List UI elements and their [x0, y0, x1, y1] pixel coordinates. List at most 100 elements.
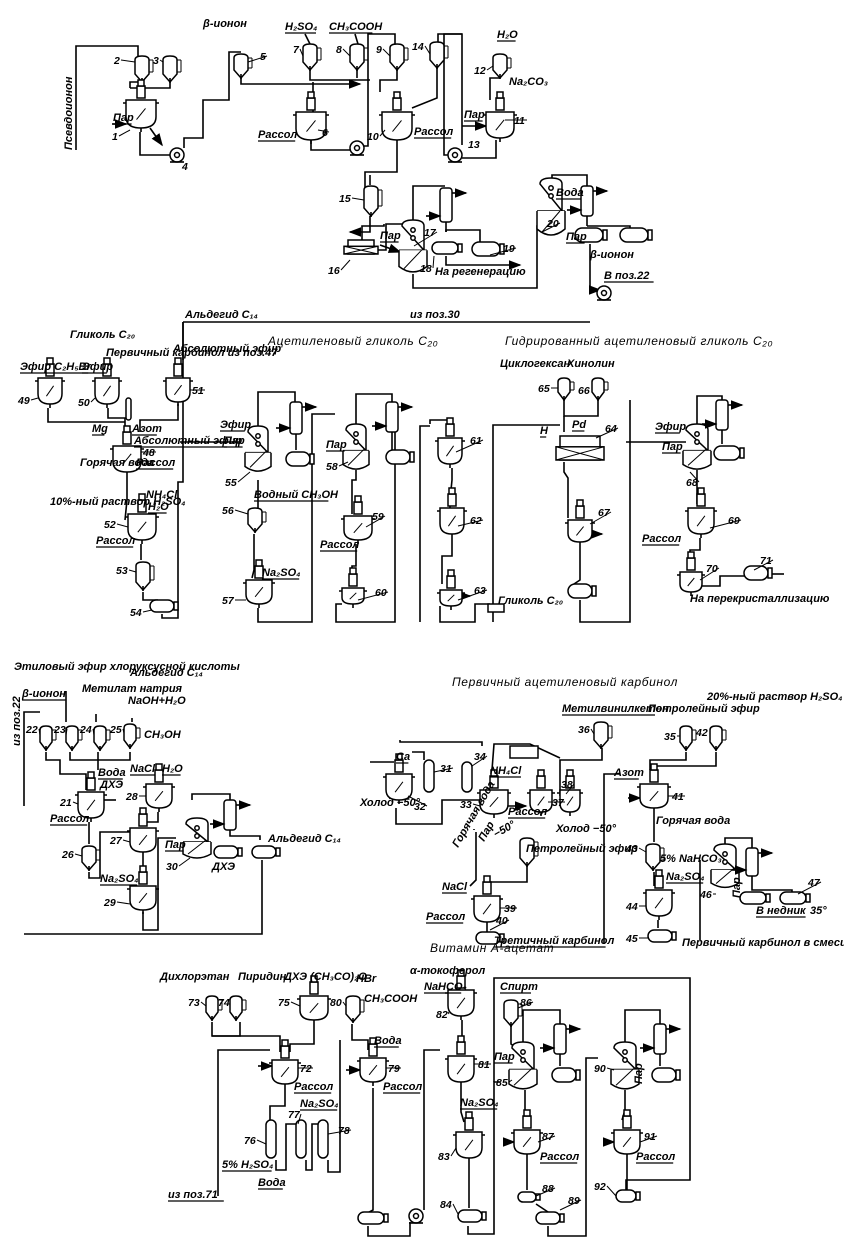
position-number: 11 [514, 115, 525, 127]
position-number: 37 [552, 797, 565, 809]
pipe-line [354, 33, 359, 45]
leader-line [424, 45, 431, 55]
pipe-line [335, 414, 396, 623]
brine-label-6: Рассол [258, 129, 297, 141]
receiver-89 [535, 1211, 565, 1225]
h2so4-5-label: 5% H₂SO₄ [222, 1159, 273, 1171]
position-number: 7 [293, 44, 300, 56]
reactor-37 [527, 769, 555, 816]
leader-line [432, 255, 435, 269]
position-number: 42 [695, 727, 708, 739]
filter-70 [677, 551, 705, 596]
leader-line [297, 1113, 302, 1125]
brine-label-72: Рассол [294, 1081, 333, 1093]
pipe-line [696, 395, 723, 424]
na2so4-label-78: Na₂SO₄ [300, 1098, 339, 1110]
primary-carbinol-label: Первичный карбинол из поз.47 [106, 347, 278, 359]
leader-line [452, 1203, 459, 1215]
leader-line [342, 1001, 347, 1007]
condenser-90 [640, 1023, 682, 1055]
position-number: 2 [113, 55, 120, 67]
receiver-55 [285, 451, 315, 467]
leader-line [90, 397, 96, 403]
leader-line [327, 1129, 352, 1135]
reactor-27 [127, 807, 159, 856]
position-number: 67 [598, 507, 611, 519]
reactor-38 [557, 769, 583, 816]
position-number: 38 [561, 779, 573, 791]
leader-line [142, 609, 153, 613]
position-number: 70 [706, 563, 718, 575]
measuring-tank-80 [345, 995, 365, 1024]
leader-line [118, 129, 131, 137]
position-number: 14 [412, 41, 424, 53]
pipe-line [441, 538, 453, 584]
still-68 [682, 423, 712, 470]
pipe-line [361, 224, 385, 240]
hydrogenator-64 [555, 435, 605, 461]
position-number: 19 [503, 243, 515, 255]
reactor-87 [511, 1109, 543, 1158]
pipe-line [573, 546, 581, 585]
reactor-51 [163, 357, 193, 406]
position-number: 35 [664, 731, 676, 743]
position-number: 51 [192, 385, 204, 397]
condenser-58 [372, 401, 414, 433]
reactor-33 [477, 769, 511, 818]
measuring-tank-2 [134, 55, 154, 84]
measuring-tank-5 [233, 53, 253, 80]
position-number: 83 [438, 1151, 450, 1163]
h2so4-label: H₂SO₄ [285, 21, 317, 33]
still-30 [182, 817, 212, 859]
position-number: 55 [225, 477, 237, 489]
position-number: 39 [504, 903, 516, 915]
hydrogen-label: H [540, 425, 549, 437]
position-number: 17 [424, 227, 437, 239]
pipe-line [251, 534, 255, 579]
leader-line [74, 853, 83, 857]
position-number: 4 [181, 161, 188, 173]
measuring-tank-25 [123, 723, 141, 750]
leader-line [317, 129, 330, 133]
leader-line [65, 728, 68, 736]
pipe-line [191, 793, 231, 800]
product-container [487, 603, 505, 613]
water-label-79: Вода [374, 1035, 402, 1047]
condenser-20 [567, 185, 609, 217]
to-pos22-label: В поз.22 [604, 270, 649, 282]
pipe-line [423, 1049, 440, 1210]
na2so4-label-83: Na₂SO₄ [460, 1097, 499, 1109]
leader-line [472, 803, 481, 807]
position-number: 84 [440, 1199, 452, 1211]
nh4cl-label-52: NH₄Cl [146, 489, 178, 501]
from-pos30-label: из поз.30 [410, 309, 461, 321]
leader-line [753, 559, 774, 571]
position-number: 12 [474, 65, 486, 77]
pipe-line [142, 592, 158, 601]
nahco3-label-82: NaHCO₃ [424, 981, 467, 993]
pipe-line [348, 216, 371, 237]
pipe-line [551, 174, 588, 186]
position-number: 60 [375, 587, 387, 599]
pipe-line [469, 832, 477, 887]
column-78 [317, 1119, 329, 1159]
absolute-ether-label-51: Абсолютный эфир [172, 343, 281, 355]
reactor-83 [453, 1111, 485, 1162]
position-number: 68 [686, 477, 698, 489]
leader-line [565, 783, 575, 795]
reactor-91 [611, 1109, 643, 1158]
position-number: 61 [470, 435, 482, 447]
brine-label-69: Рассол [642, 533, 681, 545]
measuring-tank-14 [429, 41, 449, 70]
pipe-line [439, 603, 490, 623]
measuring-tank-petrol [519, 837, 539, 868]
leader-line [709, 519, 742, 529]
pipe-line [559, 748, 603, 796]
separator-26 [81, 845, 101, 872]
position-number: 16 [328, 265, 340, 277]
na2so4-label-29: Na₂SO₄ [100, 873, 139, 885]
nitrogen-label: Азот [131, 423, 162, 435]
reactor-49 [35, 357, 65, 408]
receiver-20b [619, 227, 653, 243]
receiver-90 [651, 1067, 681, 1083]
